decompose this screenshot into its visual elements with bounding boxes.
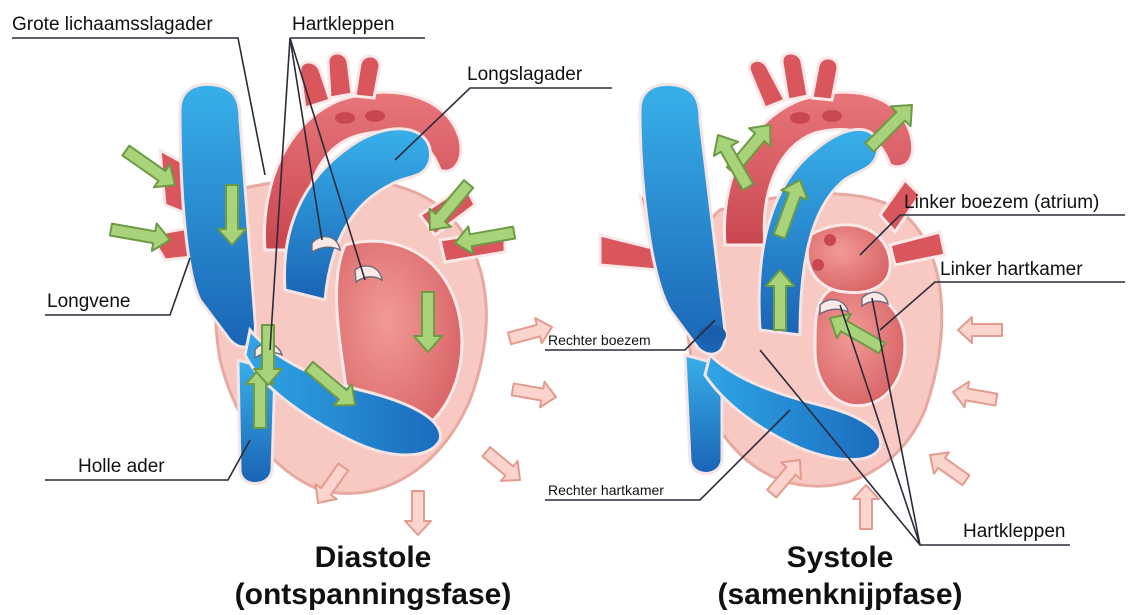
label-aorta: Grote lichaamsslagader <box>12 14 213 35</box>
right-atrium-opening <box>698 325 726 345</box>
aortic-branch <box>782 53 808 100</box>
subtitle-systole: (samenknijpfase) <box>717 578 962 611</box>
title-diastole: Diastole <box>315 541 432 574</box>
label-vena-cava: Holle ader <box>78 456 165 477</box>
aortic-branch <box>812 58 838 100</box>
aortic-branch <box>328 53 352 98</box>
vena-cava-superior <box>180 84 255 347</box>
aortic-branch <box>749 60 785 108</box>
label-right-atrium: Rechter boezem <box>548 332 651 348</box>
label-right-ventricle: Rechter hartkamer <box>548 482 664 498</box>
label-left-atrium: Linker boezem (atrium) <box>904 192 1099 213</box>
subtitle-diastole: (ontspanningsfase) <box>235 578 512 611</box>
left-atrium <box>807 225 890 293</box>
label-pulmonary-vein: Longvene <box>47 291 130 312</box>
vena-cava-superior <box>640 84 725 354</box>
heart-systole <box>600 53 1002 529</box>
label-pulmonary-artery: Longslagader <box>467 64 583 85</box>
aortic-branch <box>355 56 380 98</box>
label-valves-top: Hartkleppen <box>292 14 394 35</box>
label-valves-bottom: Hartkleppen <box>963 521 1065 542</box>
title-systole: Systole <box>787 541 894 574</box>
heart-diastole <box>108 53 558 535</box>
label-left-ventricle: Linker hartkamer <box>940 259 1083 280</box>
